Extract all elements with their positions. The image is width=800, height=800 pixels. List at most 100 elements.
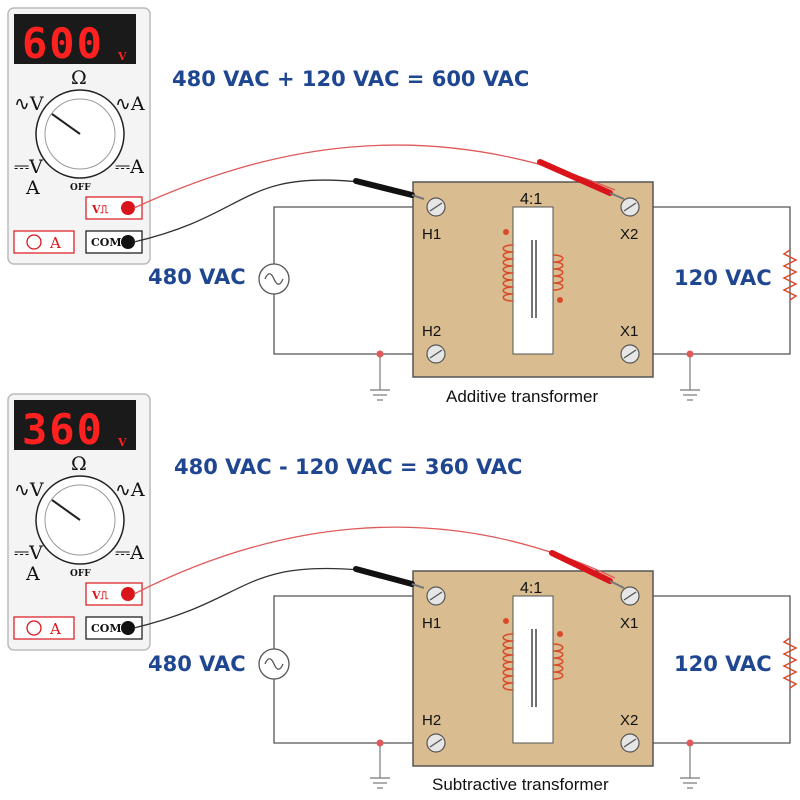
turns-ratio: 4:1 <box>520 191 542 208</box>
ground-icon-left <box>370 746 390 789</box>
sine-wave-icon <box>264 273 284 285</box>
amps-label: A <box>25 563 40 585</box>
terminal-h2[interactable] <box>426 733 446 753</box>
secondary-winding <box>552 643 564 680</box>
primary-winding <box>502 633 514 691</box>
ground-node-right <box>686 739 694 747</box>
ohm-label: Ω <box>71 453 87 475</box>
selector-pointer <box>51 113 81 135</box>
a-jack[interactable] <box>26 234 42 250</box>
load-resistor-icon <box>782 249 798 301</box>
dc-volts-label: ⎓V <box>14 156 43 178</box>
turns-ratio: 4:1 <box>520 580 542 597</box>
ground-icon-left <box>370 357 390 401</box>
v-jack-label: V⎍ <box>91 203 109 216</box>
terminal-h2-label: H2 <box>422 712 441 729</box>
red-lead-wire <box>133 526 616 595</box>
com-jack[interactable] <box>121 235 135 249</box>
terminal-x2-label: X2 <box>620 712 638 729</box>
terminal-x2[interactable] <box>620 733 640 753</box>
equation: 480 VAC - 120 VAC = 360 VAC <box>174 455 522 479</box>
terminal-h1[interactable] <box>426 586 446 606</box>
dc-volts-label: ⎓V <box>14 542 43 564</box>
sine-wave-icon <box>264 658 284 670</box>
load-voltage-label: 120 VAC <box>674 266 772 290</box>
terminal-x2-label: X2 <box>620 226 638 243</box>
a-jack[interactable] <box>26 620 42 636</box>
meter-reading: 600 <box>22 19 104 68</box>
primary-polarity-dot <box>503 618 509 624</box>
meter-unit: V <box>117 436 127 449</box>
terminal-h1-label: H1 <box>422 226 441 243</box>
secondary-winding <box>552 254 564 291</box>
primary-polarity-dot <box>503 229 509 235</box>
black-lead-wire <box>133 179 361 243</box>
ohm-label: Ω <box>71 67 87 89</box>
ground-node-left <box>376 350 384 358</box>
ac-amps-label: ∿A <box>115 479 145 501</box>
transformer-caption: Additive transformer <box>446 387 598 406</box>
v-jack[interactable] <box>121 201 135 215</box>
terminal-h1[interactable] <box>426 197 446 217</box>
black-probe[interactable] <box>353 178 415 198</box>
source-voltage-label: 480 VAC <box>148 265 246 289</box>
multimeter: 360 V Ω ∿V ∿A ⎓V ⎓A A OFF V⎍ COM A <box>7 393 151 651</box>
multimeter: 600 V Ω ∿V ∿A ⎓V ⎓A A OFF V⎍ COM A <box>7 7 151 265</box>
transformer-core-window <box>512 595 554 744</box>
load-voltage-label: 120 VAC <box>674 652 772 676</box>
red-probe[interactable] <box>537 159 613 196</box>
black-probe-tip <box>411 194 425 200</box>
black-lead-wire <box>133 567 361 629</box>
com-jack-label: COM <box>91 622 122 635</box>
terminal-x2[interactable] <box>620 197 640 217</box>
secondary-polarity-dot <box>557 631 563 637</box>
terminal-x1-label: X1 <box>620 323 638 340</box>
transformer-core-window <box>512 206 554 355</box>
red-probe[interactable] <box>549 550 613 584</box>
ground-icon-right <box>680 746 700 789</box>
ac-volts-label: ∿V <box>14 93 44 115</box>
selector-dial-inner <box>44 98 116 170</box>
meter-display <box>14 14 136 64</box>
secondary-polarity-dot <box>557 297 563 303</box>
ground-node-right <box>686 350 694 358</box>
meter-unit: V <box>117 50 127 63</box>
source-voltage-label: 480 VAC <box>148 652 246 676</box>
panel-additive: 600 V Ω ∿V ∿A ⎓V ⎓A A OFF V⎍ COM A 480 V… <box>7 7 798 406</box>
dc-amps-label: ⎓A <box>115 156 144 178</box>
terminal-x1-label: X1 <box>620 615 638 632</box>
red-probe-tip <box>609 192 625 200</box>
ground-node-left <box>376 739 384 747</box>
a-jack-box <box>13 230 75 254</box>
terminal-h2-label: H2 <box>422 323 441 340</box>
a-jack-box <box>13 616 75 640</box>
black-probe-tip <box>411 583 425 589</box>
amps-label: A <box>25 177 40 199</box>
meter-display <box>14 400 136 450</box>
selector-dial-inner <box>44 484 116 556</box>
terminal-x1[interactable] <box>620 344 640 364</box>
a-jack-label: A <box>49 234 61 252</box>
red-lead-wire <box>133 144 616 209</box>
ground-icon-right <box>680 357 700 401</box>
red-probe-tip <box>609 580 625 589</box>
panel-subtractive: 360 V Ω ∿V ∿A ⎓V ⎓A A OFF V⎍ COM A 480 V… <box>7 393 798 794</box>
meter-reading: 360 <box>22 405 104 454</box>
primary-winding <box>502 244 514 302</box>
transformer-caption: Subtractive transformer <box>432 775 609 794</box>
v-jack[interactable] <box>121 587 135 601</box>
off-label: OFF <box>70 569 91 579</box>
terminal-h1-label: H1 <box>422 615 441 632</box>
ac-volts-label: ∿V <box>14 479 44 501</box>
terminal-h2[interactable] <box>426 344 446 364</box>
terminal-x1[interactable] <box>620 586 640 606</box>
a-jack-label: A <box>49 620 61 638</box>
selector-pointer <box>51 499 81 521</box>
dc-amps-label: ⎓A <box>115 542 144 564</box>
off-label: OFF <box>70 183 91 193</box>
ac-amps-label: ∿A <box>115 93 145 115</box>
black-probe[interactable] <box>353 566 415 587</box>
com-jack[interactable] <box>121 621 135 635</box>
com-jack-label: COM <box>91 236 122 249</box>
